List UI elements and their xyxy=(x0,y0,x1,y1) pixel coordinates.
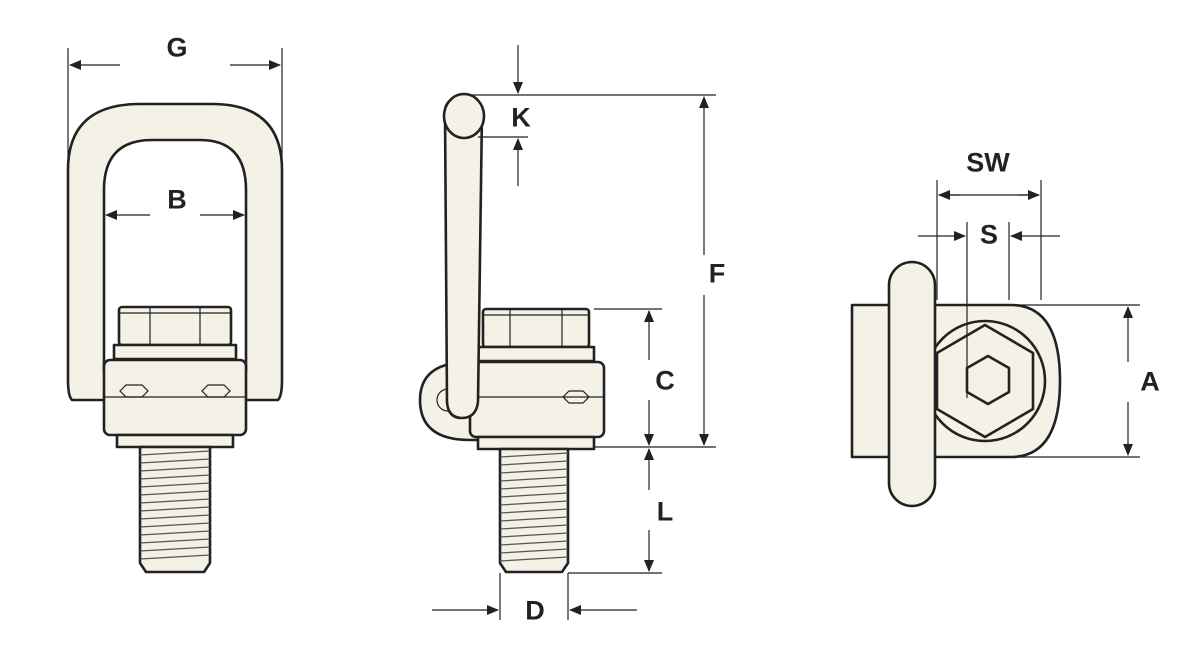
dimension-label-l: L xyxy=(656,496,674,527)
side-body xyxy=(468,360,606,439)
top-view xyxy=(850,180,1140,508)
side-view xyxy=(418,45,716,620)
dimension-label-a: A xyxy=(1140,366,1160,397)
side-base-flange xyxy=(476,435,596,451)
dimension-label-sw: SW xyxy=(966,147,1010,178)
front-thread-lines xyxy=(139,450,211,560)
dimension-label-g: G xyxy=(166,32,188,63)
side-washer xyxy=(476,345,596,363)
top-body-outline xyxy=(900,303,1062,459)
dimension-label-k: K xyxy=(511,102,531,133)
top-hex-outer xyxy=(935,323,1035,439)
dimension-label-f: F xyxy=(708,258,726,289)
dimension-label-s: S xyxy=(979,219,999,250)
front-base-flange xyxy=(115,433,235,449)
side-thread-lines xyxy=(499,452,569,562)
front-view xyxy=(66,48,284,574)
side-ring-top xyxy=(442,92,486,140)
side-ring-bar xyxy=(443,94,484,420)
top-ring-link xyxy=(887,260,937,508)
front-washer xyxy=(112,343,238,361)
dimension-label-b: B xyxy=(167,184,187,215)
dimension-label-c: C xyxy=(655,365,675,396)
dimension-label-d: D xyxy=(525,595,545,626)
